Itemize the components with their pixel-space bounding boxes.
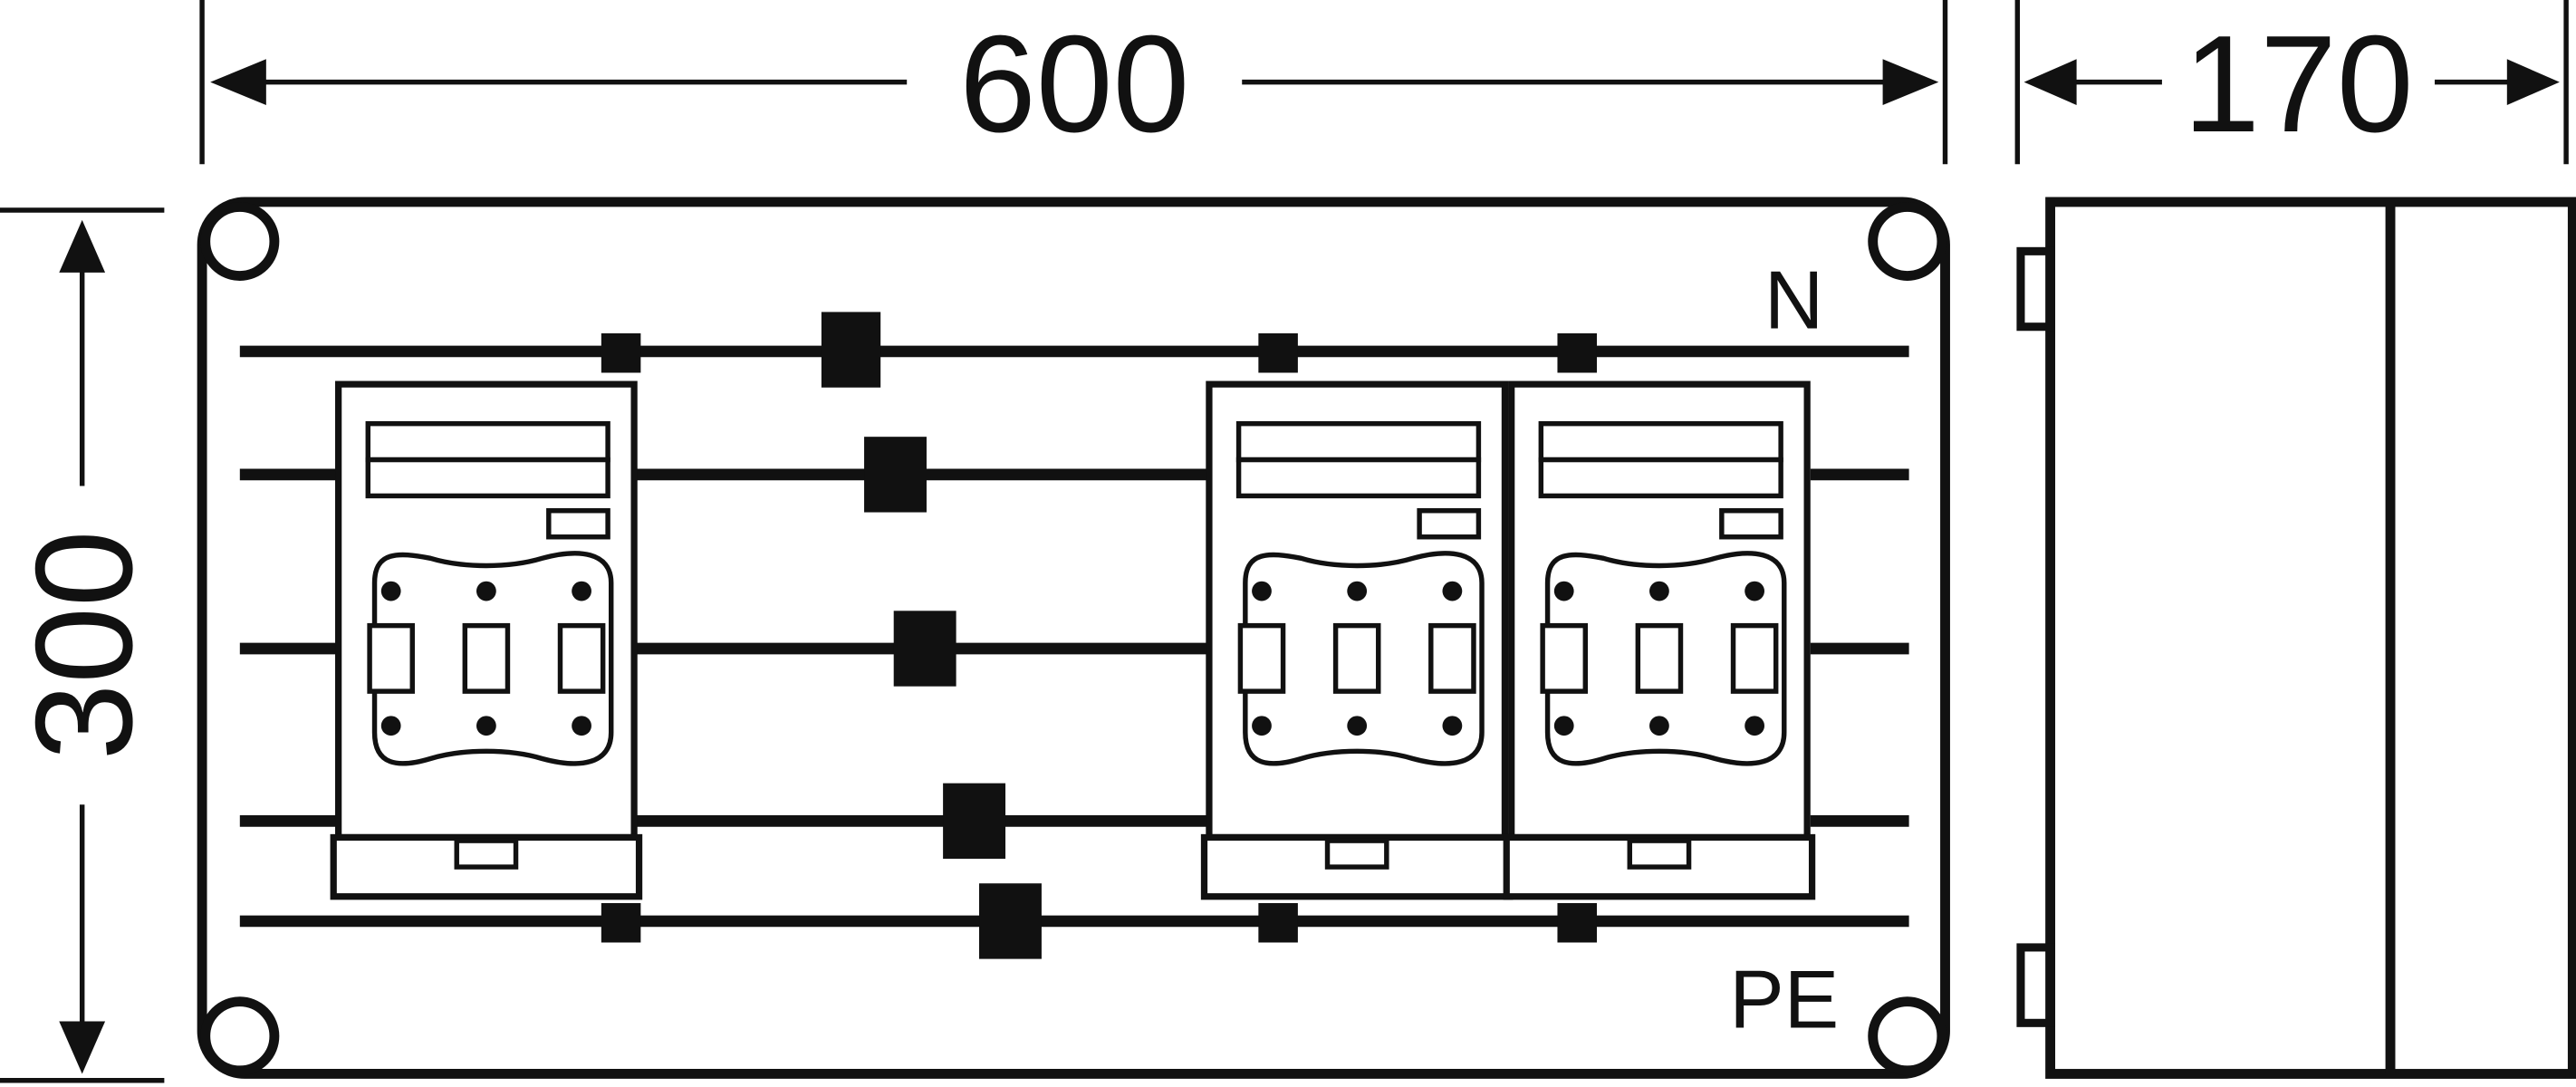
terminal-screw bbox=[572, 581, 591, 601]
terminal-screw bbox=[476, 716, 496, 736]
enclosure-outline bbox=[197, 197, 1950, 1079]
height-dimension-label: 300 bbox=[7, 530, 161, 760]
fuse-cartridge-slot bbox=[367, 622, 415, 694]
busbar-label-neutral: N bbox=[1764, 255, 1824, 347]
width-dimension-label: 600 bbox=[959, 7, 1189, 161]
busbar-support bbox=[893, 611, 956, 687]
depth-dimension-label: 170 bbox=[2183, 7, 2413, 161]
indicator-window bbox=[546, 508, 610, 540]
fuse-switch-unit bbox=[1503, 380, 1816, 900]
mounting-hole-top-left bbox=[200, 201, 280, 281]
fuse-cartridge-slot bbox=[462, 622, 511, 694]
label-strip bbox=[1538, 420, 1783, 463]
terminal-screw bbox=[1442, 581, 1463, 601]
busbar-support bbox=[979, 883, 1042, 959]
busbar-protective-earth bbox=[239, 883, 1909, 959]
width-arrow-right bbox=[1882, 59, 1939, 106]
width-arrow-left bbox=[210, 59, 266, 106]
fuse-cartridge-slot bbox=[1237, 622, 1286, 694]
fuse-cartridge-slot bbox=[1730, 622, 1779, 694]
hinge-bottom bbox=[2016, 943, 2055, 1027]
terminal-screw bbox=[1745, 581, 1764, 601]
terminal-screw bbox=[1649, 581, 1669, 601]
terminal-screw bbox=[1553, 581, 1574, 601]
busbar-clamp bbox=[601, 902, 641, 943]
label-strip bbox=[1538, 457, 1783, 499]
enclosure-side-view bbox=[2016, 197, 2576, 1079]
height-arrow-top bbox=[59, 219, 106, 273]
fuse-switch-units bbox=[330, 380, 1816, 900]
terminal-screw bbox=[380, 716, 401, 736]
busbar-l2 bbox=[239, 611, 1909, 687]
busbar-clamp bbox=[1557, 332, 1597, 373]
terminal-screw bbox=[1347, 716, 1368, 736]
busbar-support bbox=[821, 312, 881, 388]
busbar-support bbox=[864, 437, 927, 513]
hinge-top bbox=[2016, 246, 2055, 332]
terminal-screw bbox=[1553, 716, 1574, 736]
width-dimension: 600 bbox=[199, 0, 1948, 165]
depth-dimension: 170 bbox=[2014, 0, 2569, 165]
terminal-screw bbox=[1252, 716, 1272, 736]
terminal-screw bbox=[1745, 716, 1764, 736]
terminal-screw bbox=[1442, 716, 1463, 736]
indicator-window bbox=[1417, 508, 1482, 540]
fuse-switch-unit bbox=[1200, 380, 1514, 900]
busbar-l3 bbox=[239, 783, 1909, 860]
height-dimension: 300 bbox=[0, 207, 165, 1083]
fuse-unit-base-slot bbox=[1324, 838, 1389, 870]
fuse-cartridge-slot bbox=[1428, 622, 1476, 694]
label-strip bbox=[365, 457, 610, 499]
busbar-clamp bbox=[1258, 332, 1298, 373]
fuse-cartridge-slot bbox=[557, 622, 606, 694]
enclosure-front-view: N PE bbox=[197, 197, 1950, 1079]
terminal-screw bbox=[380, 581, 401, 601]
busbar-support bbox=[943, 783, 1006, 860]
busbar-neutral bbox=[239, 312, 1909, 388]
terminal-screw bbox=[1252, 581, 1272, 601]
busbar-clamp bbox=[1557, 902, 1597, 943]
fuse-unit-base-slot bbox=[1627, 838, 1692, 870]
busbar-l1 bbox=[239, 437, 1909, 513]
fuse-switch-unit bbox=[330, 380, 643, 900]
mounting-hole-bottom-right bbox=[1868, 996, 1947, 1076]
mounting-hole-bottom-left bbox=[200, 996, 280, 1076]
fuse-cartridge-slot bbox=[1635, 622, 1684, 694]
busbar-clamp bbox=[601, 332, 641, 373]
terminal-screw bbox=[476, 581, 496, 601]
height-arrow-bottom bbox=[59, 1021, 106, 1074]
indicator-window bbox=[1719, 508, 1783, 540]
label-strip bbox=[365, 420, 610, 463]
terminal-screw bbox=[1347, 581, 1368, 601]
depth-arrow-right bbox=[2506, 59, 2560, 106]
depth-arrow-left bbox=[2023, 59, 2077, 106]
side-view-outline bbox=[2045, 197, 2576, 1079]
label-strip bbox=[1235, 420, 1482, 463]
busbar-label-pe: PE bbox=[1729, 955, 1839, 1046]
label-strip bbox=[1235, 457, 1482, 499]
fuse-cartridge-slot bbox=[1540, 622, 1589, 694]
busbar-clamp bbox=[1258, 902, 1298, 943]
terminal-screw bbox=[1649, 716, 1669, 736]
fuse-unit-base-slot bbox=[454, 838, 519, 870]
fuse-cartridge-slot bbox=[1332, 622, 1381, 694]
mounting-hole-top-right bbox=[1868, 201, 1947, 281]
terminal-screw bbox=[572, 716, 591, 736]
